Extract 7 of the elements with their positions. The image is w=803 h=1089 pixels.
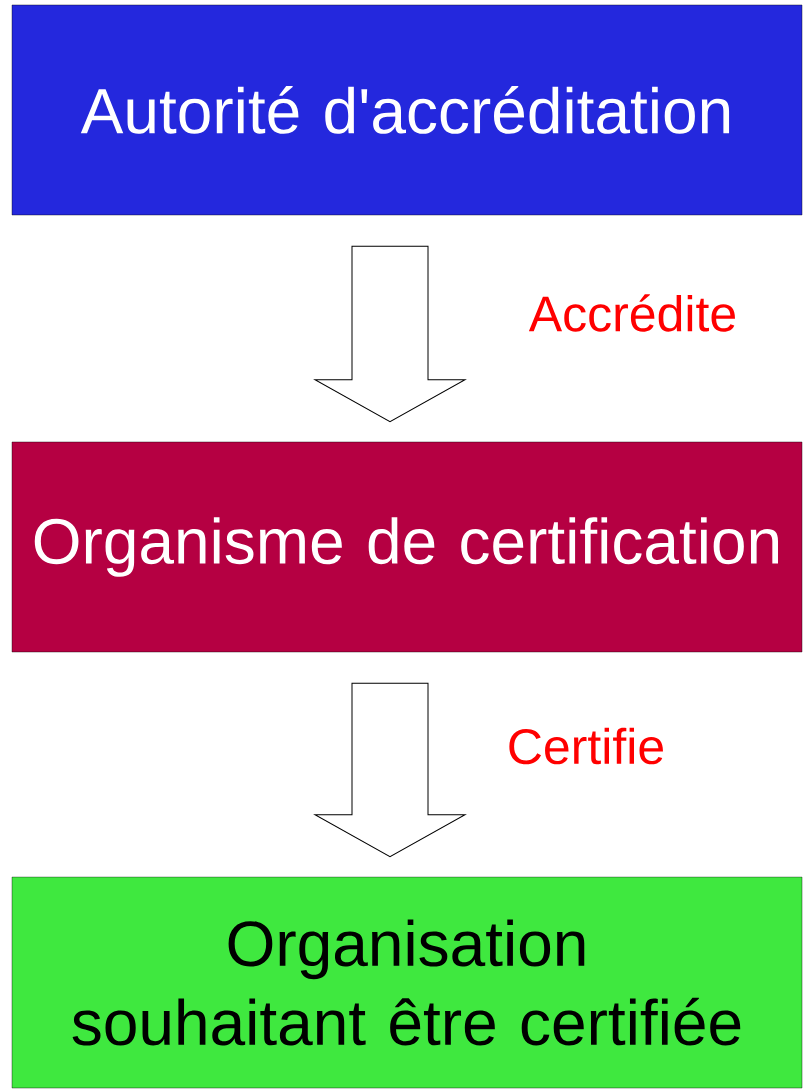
process-box: Organisation souhaitant être certifiée <box>11 876 803 1089</box>
edge-label: Accrédite <box>528 294 735 332</box>
block-arrow <box>314 245 466 423</box>
edge-label: Certifie <box>509 727 663 765</box>
process-box: Organisme de certification <box>11 441 803 653</box>
block-arrow <box>314 682 466 858</box>
process-box: Autorité d'accréditation <box>11 4 803 216</box>
